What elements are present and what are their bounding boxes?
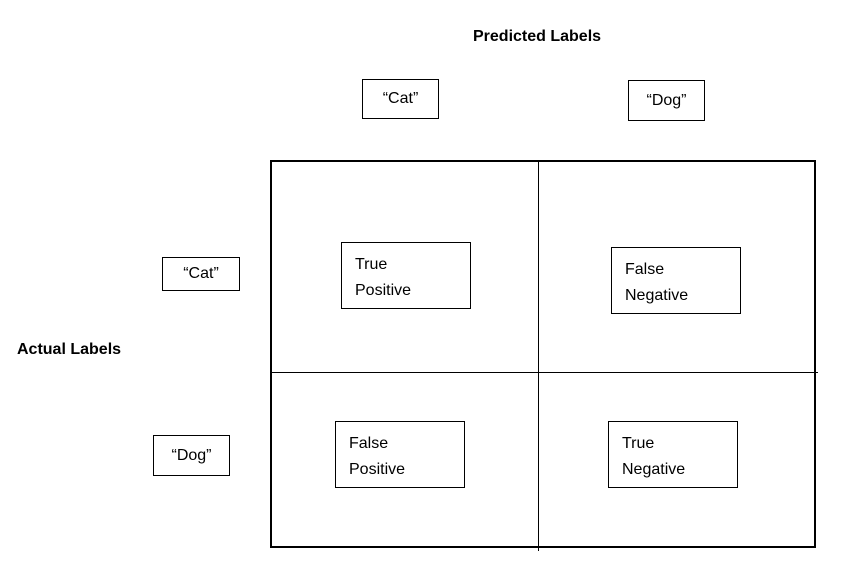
- predicted-dog-label: “Dog”: [628, 80, 705, 121]
- false-positive-line-1: False: [349, 435, 389, 452]
- true-positive-line-2: Positive: [355, 282, 412, 299]
- true-negative-line-2: Negative: [622, 461, 686, 478]
- predicted-labels-title: Predicted Labels: [473, 28, 602, 45]
- actual-cat-label: “Cat”: [162, 257, 240, 291]
- matrix-horizontal-divider: [271, 372, 818, 373]
- false-positive-line-2: Positive: [349, 461, 406, 478]
- true-positive-line-1: True: [355, 256, 388, 273]
- matrix-vertical-divider: [538, 161, 539, 551]
- false-negative-line-1: False: [625, 261, 665, 278]
- false-positive-cell: False Positive: [335, 421, 465, 488]
- true-negative-cell: True Negative: [608, 421, 738, 488]
- true-negative-line-1: True: [622, 435, 655, 452]
- actual-labels-title: Actual Labels: [17, 341, 122, 358]
- confusion-matrix-grid: [270, 160, 816, 548]
- true-positive-cell: True Positive: [341, 242, 471, 309]
- actual-dog-label: “Dog”: [153, 435, 230, 476]
- false-negative-cell: False Negative: [611, 247, 741, 314]
- false-negative-line-2: Negative: [625, 287, 689, 304]
- predicted-cat-label: “Cat”: [362, 79, 439, 119]
